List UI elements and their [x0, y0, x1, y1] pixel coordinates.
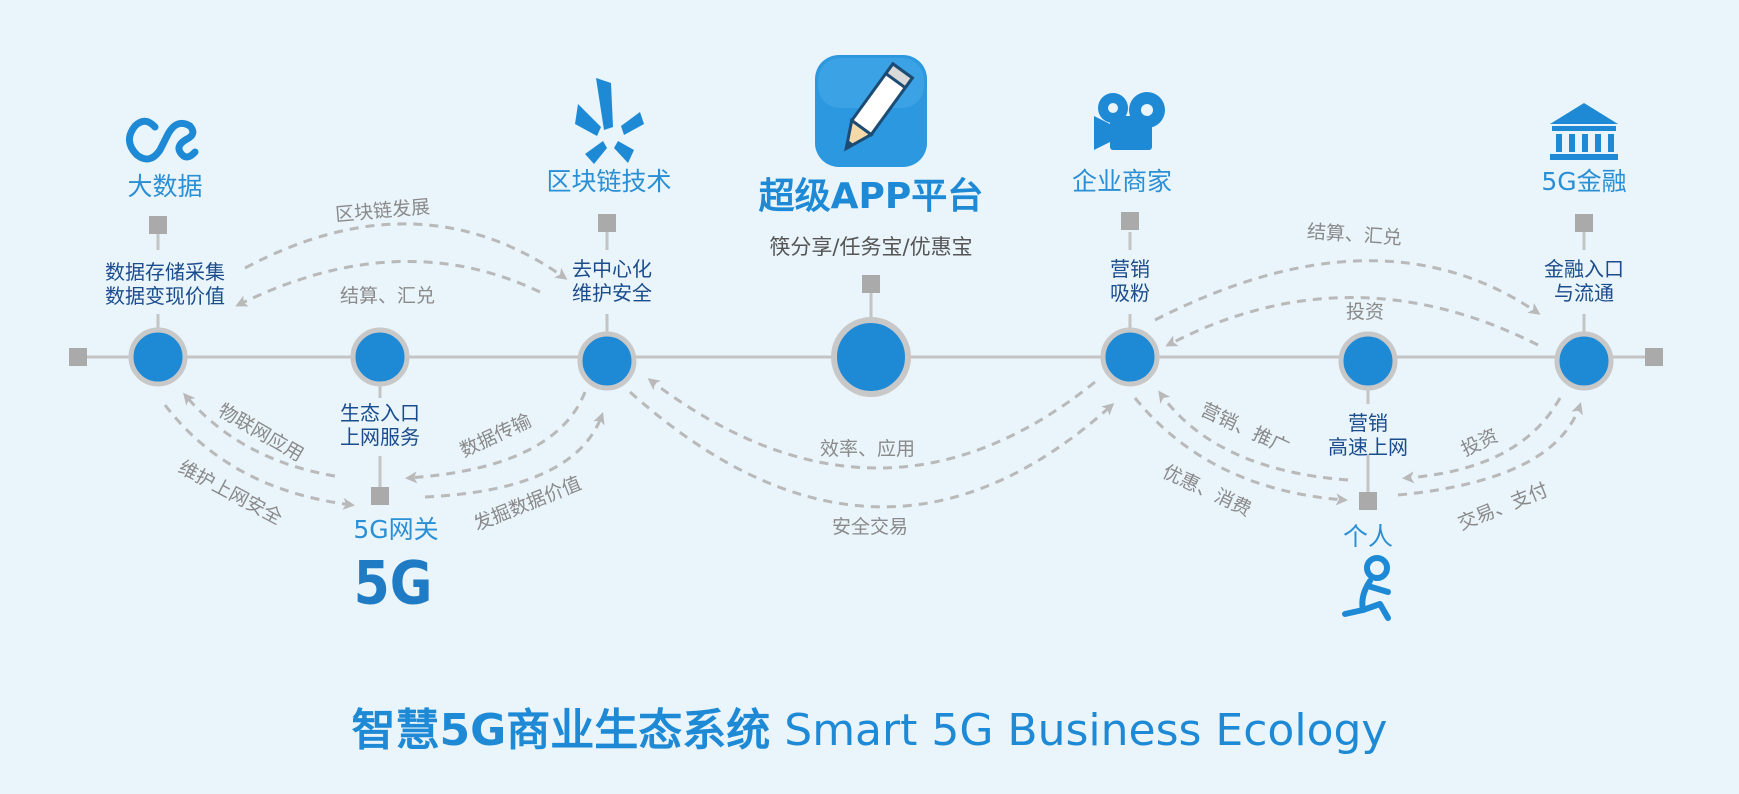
enterprise-desc: 营销 吸粉: [1110, 257, 1150, 306]
node-personal: [1338, 331, 1398, 391]
platform-title: 超级APP平台: [758, 176, 984, 217]
node-eco: [350, 327, 410, 387]
finance-desc: 金融入口 与流通: [1544, 257, 1624, 306]
square-markers: [149, 212, 1593, 510]
arrow-fin-to-pers: [1402, 397, 1562, 484]
connectors: [156, 232, 1586, 493]
marker-finance: [1575, 214, 1593, 232]
flow-label-bc-to-ent: 安全交易: [832, 516, 909, 538]
lastfm-icon: [126, 117, 199, 163]
finance-title: 5G金融: [1541, 167, 1627, 196]
arrow-bc-to-gw: [405, 391, 587, 484]
node-enterprise: [1100, 327, 1160, 387]
node-blockchain: [577, 331, 637, 391]
arrow-ent-to-bc: [647, 378, 1096, 470]
running-person-icon: [1342, 555, 1391, 621]
node-finance: [1554, 331, 1614, 391]
arrow-pers-to-fin: [1397, 402, 1583, 497]
bigdata-desc: 数据存储采集 数据变现价值: [105, 260, 225, 309]
gateway-5g-logo: 5G: [353, 549, 433, 619]
blockchain-title: 区块链技术: [546, 167, 672, 196]
flow-label-fin-to-ent: 投资: [1346, 301, 1385, 323]
marker-gateway: [371, 487, 389, 505]
pencil-app-icon: [815, 55, 927, 167]
personal-title: 个人: [1342, 522, 1394, 551]
bigdata-title: 大数据: [127, 172, 203, 201]
nodes: [128, 317, 1614, 397]
blockchain-desc: 去中心化 维护安全: [572, 257, 652, 306]
footer-title: 智慧5G商业生态系统 Smart 5G Business Ecology: [0, 694, 1739, 758]
platform-desc: 筷分享/任务宝/优惠宝: [769, 235, 973, 259]
timeline-end-right: [1645, 348, 1663, 366]
marker-enterprise: [1121, 212, 1139, 230]
arrow-bc-to-ent: [629, 390, 1115, 509]
enterprise-title: 企业商家: [1071, 167, 1173, 196]
marker-platform: [862, 275, 880, 293]
marker-personal: [1359, 492, 1377, 510]
flow-label-ent-to-bc: 效率、应用: [820, 438, 916, 460]
arrow-ent-to-fin: [1154, 259, 1541, 322]
arrow-bd-to-bc: [244, 222, 568, 280]
timeline-end-left: [69, 348, 87, 366]
eco-desc: 生态入口 上网服务: [340, 401, 420, 450]
marker-blockchain: [598, 214, 616, 232]
bank-icon: [1550, 103, 1618, 160]
flow-label-bc-to-bd: 结算、汇兑: [340, 285, 436, 307]
arrow-bd-to-gw: [163, 404, 355, 510]
arrow-bc-to-bd: [235, 260, 541, 307]
arrow-fin-to-ent: [1165, 296, 1539, 347]
arrow-ent-to-pers: [1133, 397, 1348, 506]
video-camera-icon: [1094, 92, 1165, 150]
node-bigdata: [128, 327, 188, 387]
yelp-burst-icon: [575, 78, 644, 164]
arrow-gw-to-bd: [183, 392, 336, 478]
footer-title-en: Smart 5G Business Ecology: [784, 705, 1388, 756]
gateway-title: 5G网关: [353, 515, 439, 544]
arrow-pers-to-ent: [1158, 390, 1349, 482]
personal-node-desc: 营销 高速上网: [1328, 411, 1408, 460]
marker-bigdata: [149, 216, 167, 234]
node-platform: [831, 317, 911, 397]
flow-arrows: [163, 222, 1583, 510]
arrow-gw-to-bc: [424, 412, 605, 499]
footer-title-zh: 智慧5G商业生态系统: [351, 705, 771, 756]
